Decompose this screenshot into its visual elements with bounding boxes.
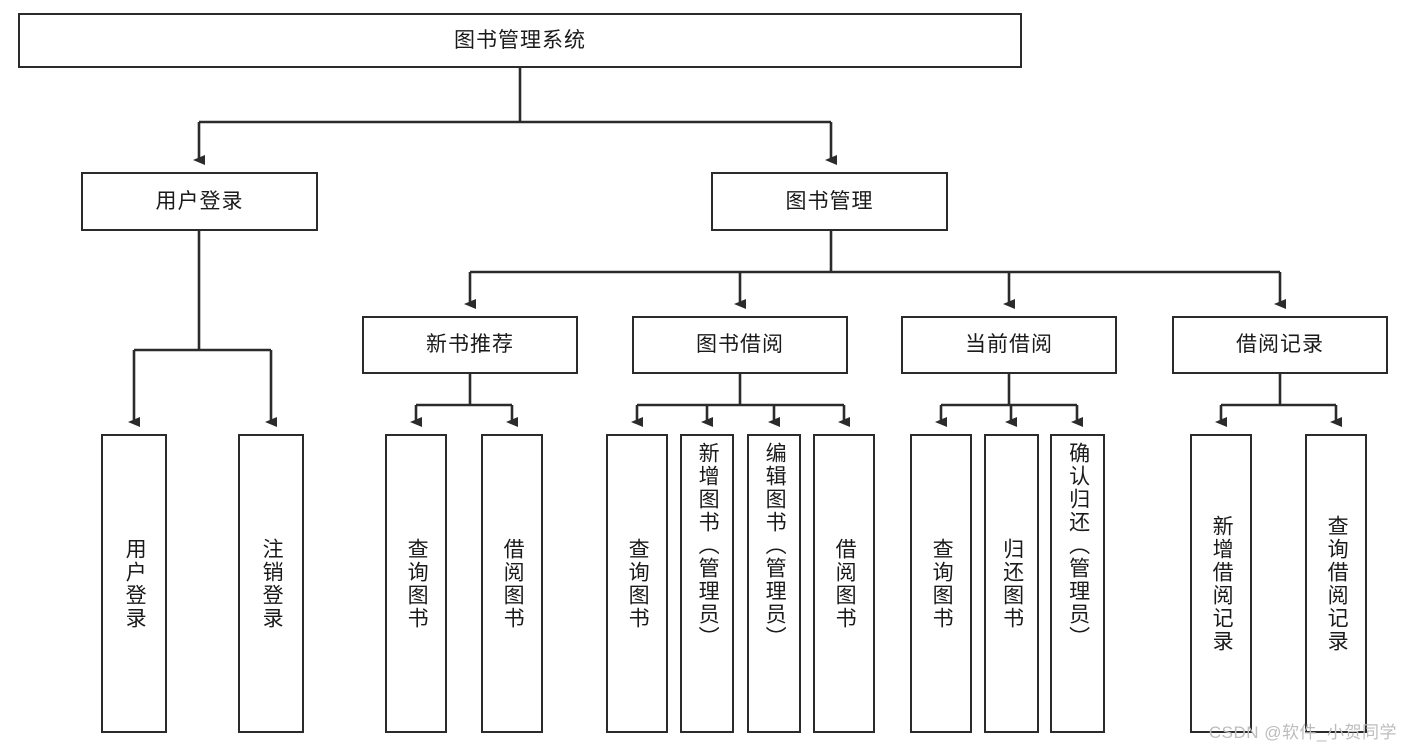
node-book-management[interactable]: 图书管理: [711, 172, 948, 231]
node-label: 用户登录: [155, 189, 244, 213]
node-label: 注销登录: [260, 537, 284, 630]
node-label: 借阅图书: [501, 537, 525, 630]
node-label: 图书管理: [785, 189, 874, 213]
node-label: 新增图书（管理员）: [696, 442, 720, 649]
leaf-confirm-return-admin[interactable]: 确认归还（管理员）: [1050, 434, 1105, 733]
node-label: 归还图书: [1000, 537, 1024, 630]
node-label: 查询图书: [930, 537, 954, 630]
leaf-return-book[interactable]: 归还图书: [984, 434, 1039, 733]
node-user-login[interactable]: 用户登录: [81, 172, 318, 231]
node-label: 图书管理系统: [454, 28, 586, 52]
node-label: 当前借阅: [965, 333, 1053, 357]
leaf-query-book-borrow[interactable]: 查询图书: [606, 434, 668, 733]
node-new-book-recommend[interactable]: 新书推荐: [362, 316, 578, 374]
node-label: 借阅记录: [1236, 333, 1324, 357]
leaf-logout[interactable]: 注销登录: [238, 434, 304, 733]
leaf-add-book-admin[interactable]: 新增图书（管理员）: [680, 434, 734, 733]
node-label: 借阅图书: [833, 537, 857, 630]
node-label: 新书推荐: [426, 333, 514, 357]
leaf-query-book-recommend[interactable]: 查询图书: [385, 434, 447, 733]
leaf-borrow-book-recommend[interactable]: 借阅图书: [481, 434, 543, 733]
node-label: 新增借阅记录: [1210, 514, 1234, 653]
node-label: 确认归还（管理员）: [1066, 442, 1090, 649]
node-root[interactable]: 图书管理系统: [18, 13, 1022, 68]
node-label: 用户登录: [123, 537, 147, 630]
node-label: 查询借阅记录: [1325, 514, 1349, 653]
leaf-user-login[interactable]: 用户登录: [101, 434, 167, 733]
leaf-query-borrow-record[interactable]: 查询借阅记录: [1305, 434, 1367, 733]
node-current-borrow[interactable]: 当前借阅: [901, 316, 1117, 374]
leaf-query-book-current[interactable]: 查询图书: [910, 434, 972, 733]
node-label: 查询图书: [405, 537, 429, 630]
node-book-borrow[interactable]: 图书借阅: [632, 316, 848, 374]
leaf-edit-book-admin[interactable]: 编辑图书（管理员）: [747, 434, 801, 733]
leaf-borrow-book[interactable]: 借阅图书: [813, 434, 875, 733]
node-label: 编辑图书（管理员）: [763, 442, 787, 649]
node-borrow-record[interactable]: 借阅记录: [1172, 316, 1388, 374]
node-label: 图书借阅: [696, 333, 784, 357]
leaf-add-borrow-record[interactable]: 新增借阅记录: [1190, 434, 1252, 733]
node-label: 查询图书: [626, 537, 650, 630]
